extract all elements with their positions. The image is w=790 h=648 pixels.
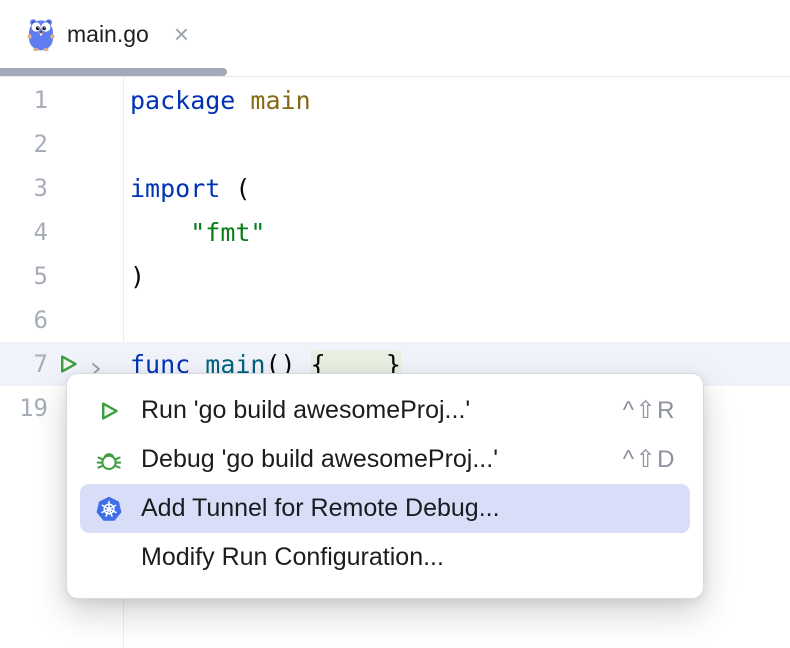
- menu-item-debug[interactable]: Debug 'go build awesomeProj...' ^⇧D: [80, 435, 690, 484]
- menu-item-modify-run-configuration[interactable]: Modify Run Configuration...: [80, 533, 690, 582]
- code-token: package: [130, 85, 236, 115]
- code-text[interactable]: import (: [124, 174, 250, 203]
- code-token: [130, 218, 190, 247]
- editor-line: 4 "fmt": [0, 210, 790, 254]
- code-text[interactable]: "fmt": [124, 218, 265, 247]
- code-text[interactable]: ): [124, 262, 145, 291]
- code-token: [235, 86, 250, 115]
- gutter: [48, 298, 124, 342]
- line-number[interactable]: 19: [19, 394, 48, 422]
- code-token: ): [130, 261, 146, 291]
- code-token: (: [220, 173, 251, 203]
- menu-item-shortcut: ^⇧R: [622, 397, 676, 424]
- tab-bar-divider: [0, 76, 790, 77]
- tab-main-go[interactable]: main.go ×: [0, 0, 189, 68]
- code-text[interactable]: package main: [124, 86, 311, 115]
- line-number[interactable]: 5: [33, 262, 48, 290]
- line-number[interactable]: 3: [33, 174, 48, 202]
- kubernetes-icon: [96, 496, 122, 522]
- menu-item-add-tunnel-for-remote-debug[interactable]: Add Tunnel for Remote Debug...: [80, 484, 690, 533]
- line-number[interactable]: 4: [33, 218, 48, 246]
- code-token: main: [250, 85, 311, 115]
- gutter: [48, 122, 124, 166]
- tab-title: main.go: [67, 20, 149, 47]
- run-gutter-icon[interactable]: [55, 351, 81, 383]
- editor-line: 1 package main: [0, 78, 790, 122]
- icon-spacer: [96, 545, 122, 571]
- menu-item-label: Debug 'go build awesomeProj...': [141, 445, 498, 473]
- menu-item-shortcut: ^⇧D: [622, 446, 676, 473]
- line-number[interactable]: 6: [33, 306, 48, 334]
- editor-line: 19: [0, 386, 790, 430]
- run-context-menu: Run 'go build awesomeProj...' ^⇧R Debug 'g…: [66, 373, 704, 599]
- menu-item-label: Run 'go build awesomeProj...': [141, 396, 471, 424]
- gutter: [48, 342, 124, 386]
- go-gopher-icon: [27, 17, 55, 51]
- active-tab-underline: [0, 68, 227, 76]
- line-number[interactable]: 1: [33, 86, 48, 114]
- code-token: import: [130, 173, 221, 203]
- editor-line: 3 import (: [0, 166, 790, 210]
- line-number[interactable]: 2: [33, 130, 48, 158]
- menu-item-run[interactable]: Run 'go build awesomeProj...' ^⇧R: [80, 386, 690, 435]
- gutter: [48, 78, 124, 122]
- gutter: [48, 254, 124, 298]
- editor-tab-bar: main.go ×: [0, 0, 790, 77]
- gutter: [48, 166, 124, 210]
- menu-item-label: Add Tunnel for Remote Debug...: [141, 494, 500, 522]
- gutter: [48, 210, 124, 254]
- tab-close-icon[interactable]: ×: [173, 19, 190, 49]
- editor-line: 5): [0, 254, 790, 298]
- editor-line: 6: [0, 298, 790, 342]
- code-token: "fmt": [190, 217, 266, 247]
- debug-icon: [96, 447, 122, 473]
- line-number[interactable]: 7: [33, 350, 48, 378]
- chevron-icon[interactable]: [87, 355, 105, 384]
- menu-item-label: Modify Run Configuration...: [141, 543, 444, 571]
- run-icon: [96, 398, 122, 424]
- editor-line: 2: [0, 122, 790, 166]
